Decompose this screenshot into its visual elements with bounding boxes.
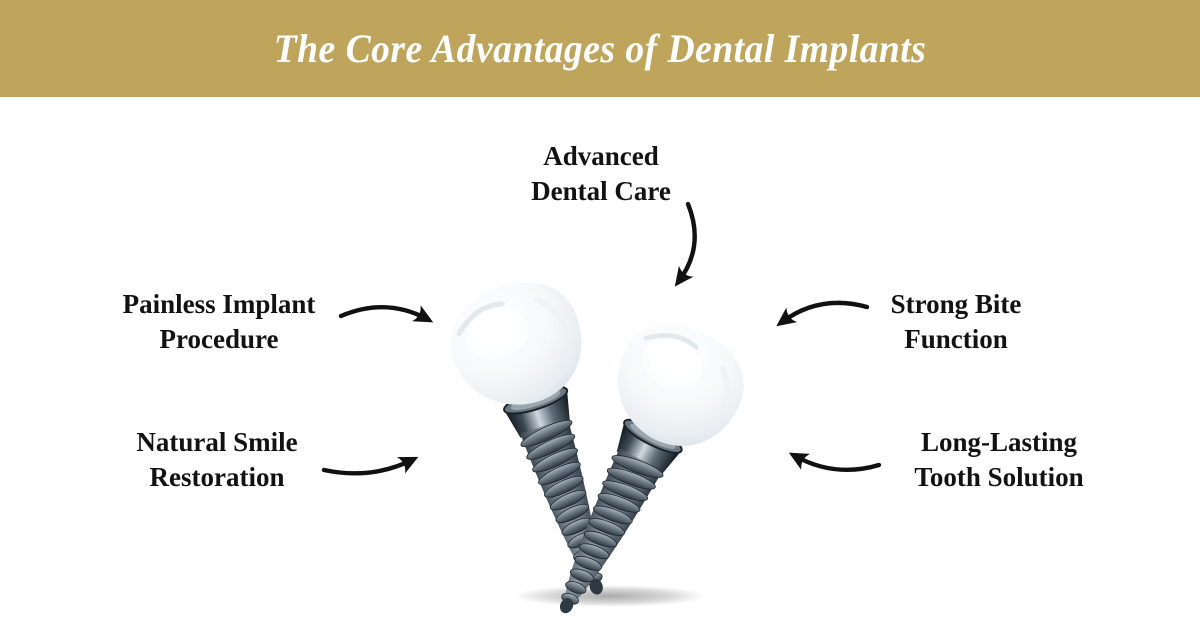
callout-line: Dental Care <box>531 176 671 206</box>
implant-floor-shadow <box>514 585 706 607</box>
arrow-strong-bite-function <box>776 300 870 327</box>
right-dental-implant <box>506 305 761 628</box>
callout-line: Advanced <box>543 141 659 171</box>
callout-advanced-dental-care: Advanced Dental Care <box>531 139 671 209</box>
callout-line: Restoration <box>149 462 285 492</box>
callout-line: Natural Smile <box>136 427 298 457</box>
arrow-painless-implant-procedure <box>338 305 434 323</box>
callout-long-lasting-tooth-solution: Long-Lasting Tooth Solution <box>914 425 1083 495</box>
callout-line: Strong Bite <box>890 289 1022 319</box>
callout-natural-smile-restoration: Natural Smile Restoration <box>136 425 297 495</box>
arrow-natural-smile-restoration <box>321 456 419 476</box>
arrow-long-lasting-tooth-solution <box>788 452 882 472</box>
dental-implants-illustration <box>430 266 770 628</box>
header-banner: The Core Advantages of Dental Implants <box>0 0 1200 97</box>
callout-line: Painless Implant <box>122 289 316 319</box>
callout-painless-implant-procedure: Painless Implant Procedure <box>123 287 316 357</box>
callout-line: Function <box>904 324 1008 354</box>
callout-strong-bite-function: Strong Bite Function <box>891 287 1022 357</box>
callout-line: Procedure <box>159 324 279 354</box>
callout-line: Tooth Solution <box>914 462 1084 492</box>
page-title: The Core Advantages of Dental Implants <box>273 26 927 71</box>
left-dental-implant <box>436 267 660 614</box>
arrow-advanced-dental-care <box>674 201 697 287</box>
callout-line: Long-Lasting <box>920 427 1078 457</box>
